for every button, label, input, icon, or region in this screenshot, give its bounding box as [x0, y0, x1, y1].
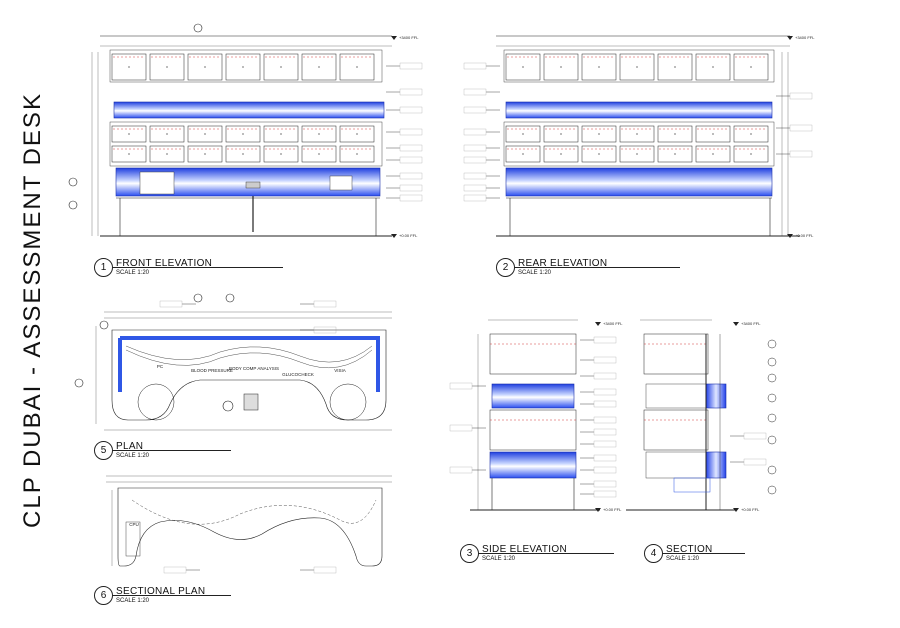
level-label: +3400 FFL — [795, 35, 815, 40]
drawing-scale: SCALE 1:20 — [116, 598, 150, 604]
title-rule — [469, 553, 614, 554]
detail-callout — [767, 485, 777, 495]
rear-upper-panels — [505, 53, 769, 81]
level-label: +0.00 FFL — [603, 507, 622, 512]
level-label: +0.00 FFL — [741, 507, 760, 512]
plan-label: BODY COMP ANALYSIS — [229, 366, 279, 371]
rear-led-band-lower — [505, 167, 773, 197]
drawing-number: 3 — [460, 544, 479, 563]
drawing-scale: SCALE 1:20 — [518, 270, 552, 276]
rear-led-band-upper — [505, 101, 773, 119]
detail-callout — [767, 373, 777, 383]
front-notes — [386, 62, 423, 202]
drawing-number: 6 — [94, 586, 113, 605]
level-label: +0.00 FFL — [795, 233, 814, 238]
front-mid-panels — [111, 125, 375, 163]
front-elevation — [68, 23, 423, 237]
rear-mid-panels — [505, 125, 769, 163]
drawing-number: 1 — [94, 258, 113, 277]
level-label: +3400 FFL — [741, 321, 761, 326]
side-elevation — [449, 319, 617, 511]
title-plan: 5 PLAN SCALE 1:20 — [94, 441, 244, 467]
plan-label: BLOOD PRESSURE — [191, 368, 233, 373]
section-notes — [730, 432, 767, 466]
detail-callout — [767, 393, 777, 403]
rear-elevation — [463, 35, 813, 237]
title-rule — [103, 267, 283, 268]
drawing-title: REAR ELEVATION — [518, 258, 608, 269]
drawing-title: SECTIONAL PLAN — [116, 586, 206, 597]
title-rule — [505, 267, 680, 268]
section-view — [626, 319, 777, 511]
title-rule — [103, 595, 231, 596]
detail-callout — [767, 465, 777, 475]
drawing-title: SECTION — [666, 544, 713, 555]
cladding-panel — [657, 53, 693, 81]
front-led-band-upper — [113, 101, 385, 119]
detail-callout — [767, 435, 777, 445]
drawing-scale: SCALE 1:20 — [116, 453, 150, 459]
drawing-title: PLAN — [116, 441, 144, 452]
detail-callout — [767, 357, 777, 367]
sectional-plan-view: CPU — [106, 475, 392, 574]
drawing-number: 2 — [496, 258, 515, 277]
front-upper-panels — [111, 53, 375, 81]
level-label: +3400 FFL — [603, 321, 623, 326]
side-notes — [449, 336, 617, 498]
level-label: +0.00 FFL — [399, 233, 418, 238]
plan-label: GLUCOCHECK — [282, 372, 314, 377]
drawing-number: 4 — [644, 544, 663, 563]
detail-callout — [767, 413, 777, 423]
title-front-elevation: 1 FRONT ELEVATION SCALE 1:20 — [94, 258, 324, 284]
title-section: 4 SECTION SCALE 1:20 — [644, 544, 754, 570]
drawing-scale: SCALE 1:20 — [116, 270, 150, 276]
level-label: +3400 FFL — [399, 35, 419, 40]
drawing-title: FRONT ELEVATION — [116, 258, 213, 269]
rear-notes — [463, 62, 813, 202]
drawing-scale: SCALE 1:20 — [666, 556, 700, 562]
sectional-plan-label: CPU — [129, 522, 139, 527]
plan-notes — [159, 300, 337, 334]
plan-label: VISIA — [334, 368, 346, 373]
title-rear-elevation: 2 REAR ELEVATION SCALE 1:20 — [496, 258, 726, 284]
detail-callout — [767, 339, 777, 349]
drawing-number: 5 — [94, 441, 113, 460]
drawing-scale: SCALE 1:20 — [482, 556, 516, 562]
title-sectional-plan: 6 SECTIONAL PLAN SCALE 1:20 — [94, 586, 244, 612]
drawing-title: SIDE ELEVATION — [482, 544, 567, 555]
title-rule — [653, 553, 745, 554]
title-rule — [103, 450, 231, 451]
plan-label: PC — [157, 364, 164, 369]
title-side-elevation: 3 SIDE ELEVATION SCALE 1:20 — [460, 544, 620, 570]
sectional-plan-notes — [163, 566, 337, 574]
level-markers: +3400 FFL +0.00 FFL +3400 FFL +0.00 FFL +340… — [391, 35, 815, 512]
